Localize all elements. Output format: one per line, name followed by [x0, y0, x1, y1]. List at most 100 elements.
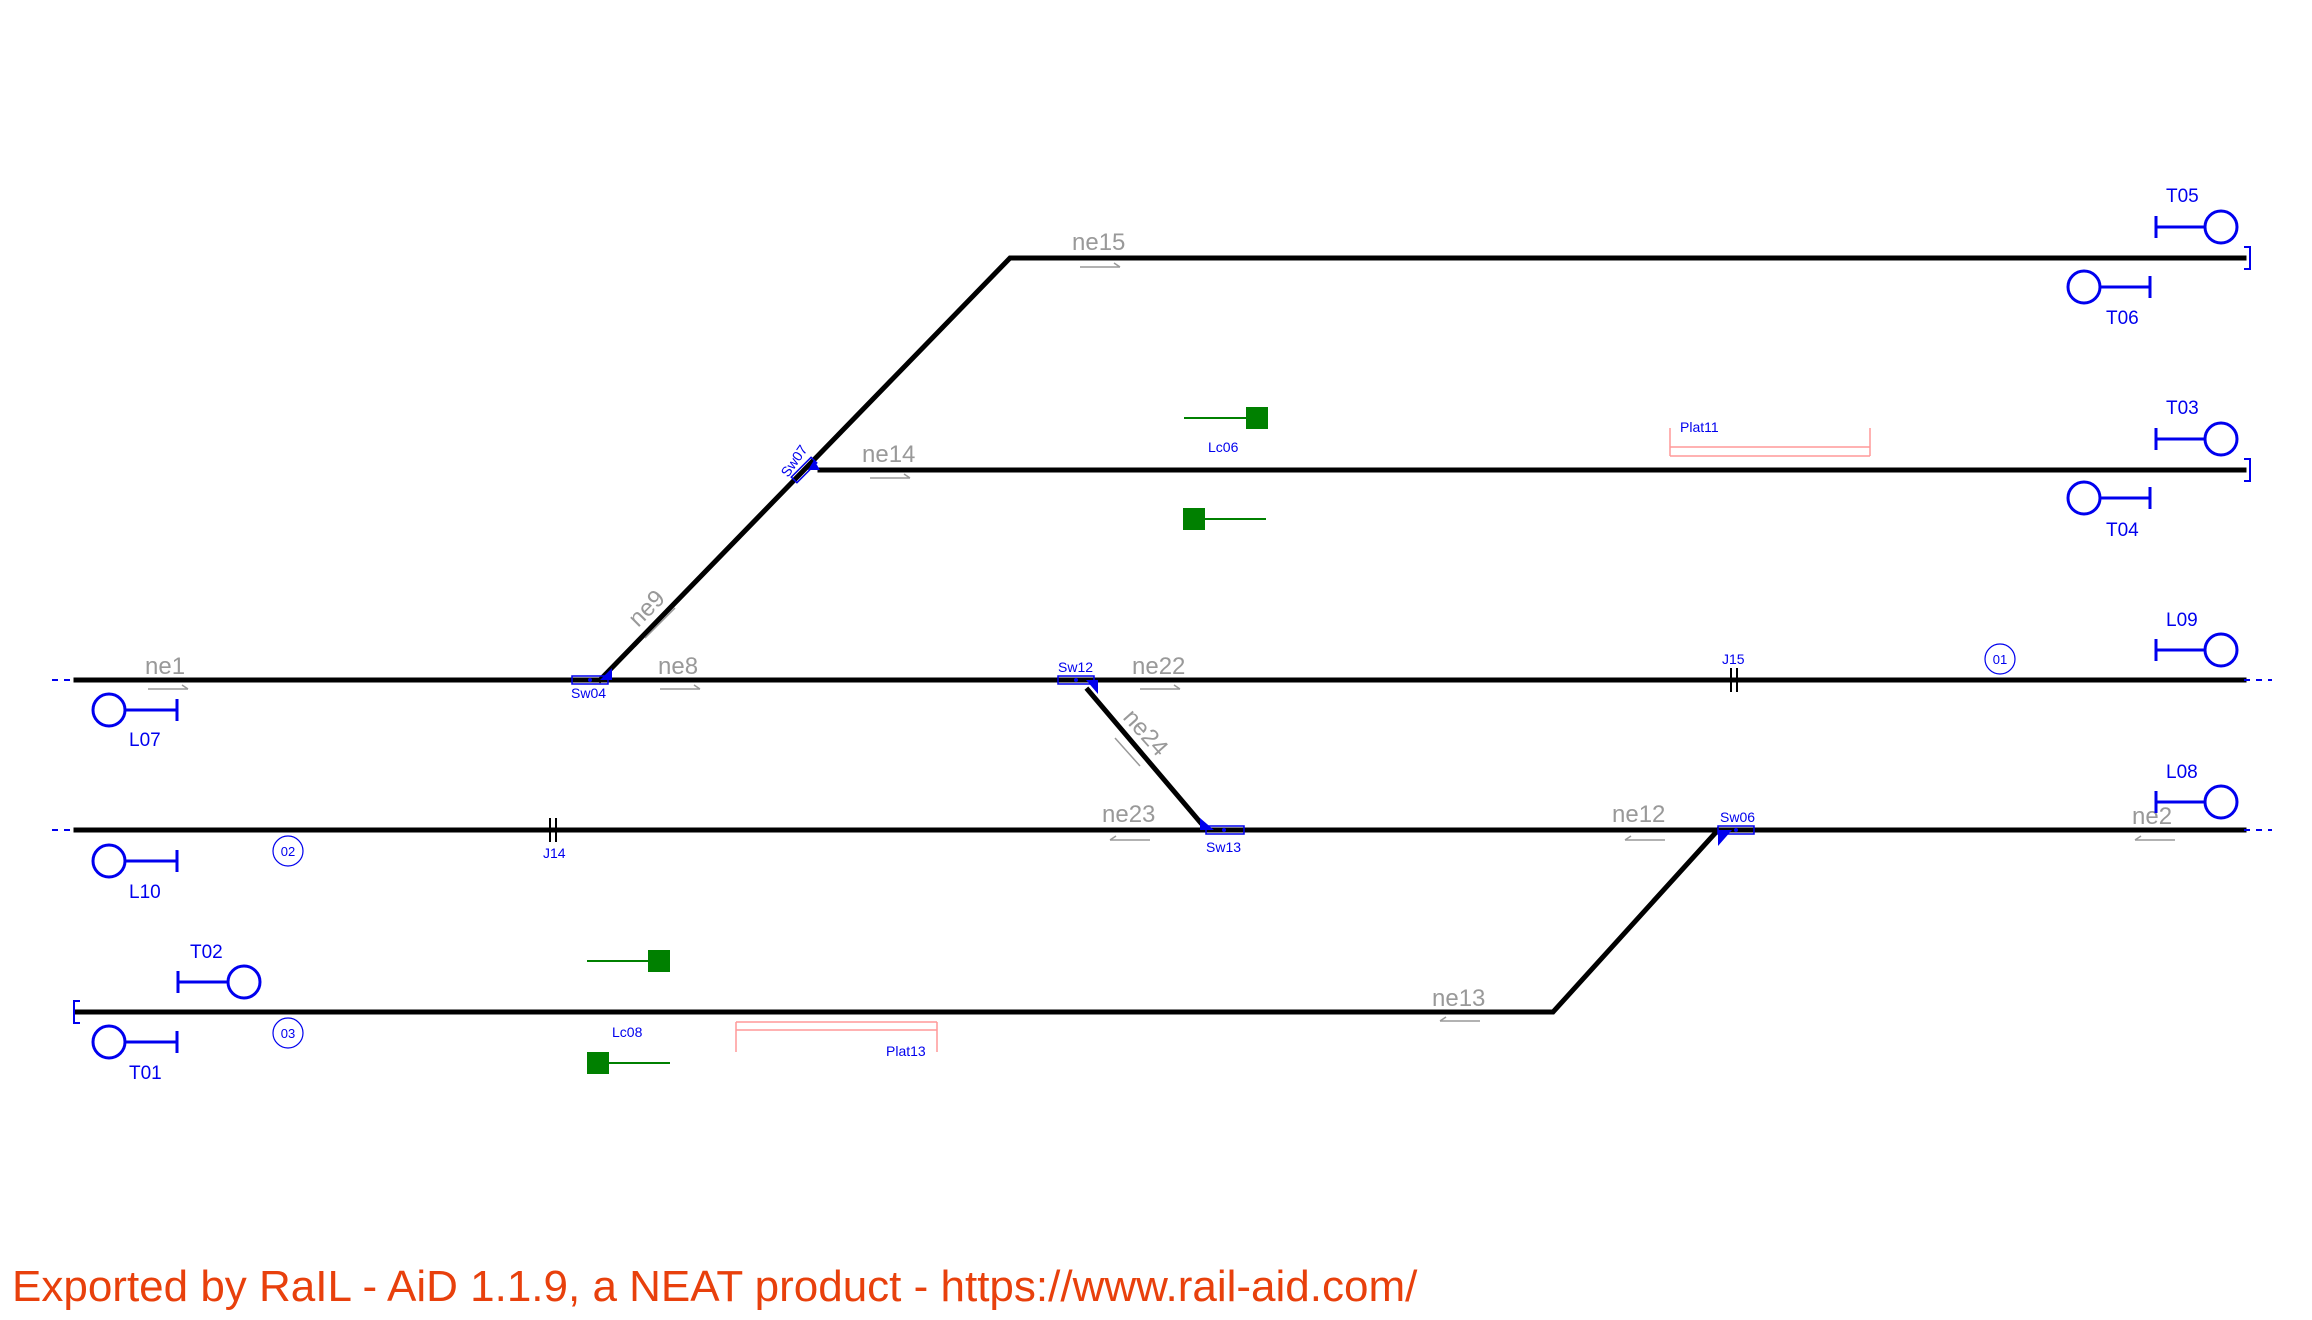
route-label: 03 [281, 1026, 295, 1041]
edge-label: ne14 [862, 441, 915, 468]
switch-sw12[interactable]: Sw12 [1057, 659, 1098, 694]
barrier-box-icon [587, 1052, 609, 1074]
signal-label: L07 [129, 730, 161, 751]
signal-head-icon [2066, 269, 2102, 305]
route-marker-02[interactable]: 02 [272, 835, 304, 867]
route-marker-01[interactable]: 01 [1984, 643, 2016, 675]
signal-head-icon [2203, 784, 2239, 820]
direction-arrow-icon [148, 684, 189, 690]
signal-label: T01 [129, 1063, 162, 1084]
signal-l10[interactable]: L10 [91, 843, 179, 903]
signal-l08[interactable]: L08 [2154, 762, 2239, 820]
signal-l07[interactable]: L07 [91, 692, 179, 751]
joints: J15 J14 [543, 651, 1745, 861]
buffer-stop-ne14 [2244, 458, 2251, 482]
signal-label: L08 [2166, 762, 2198, 783]
switch-label: Sw04 [571, 685, 606, 701]
edge-label: ne8 [658, 653, 698, 680]
direction-arrow-icon [1109, 835, 1150, 841]
joint-j15[interactable]: J15 [1722, 651, 1745, 692]
signal-label: T06 [2106, 308, 2139, 329]
line-continuations [52, 679, 2272, 831]
direction-arrow-icon [1114, 737, 1141, 767]
edge-label: ne12 [1612, 801, 1665, 828]
direction-arrow-icon [2134, 835, 2175, 841]
track-crossover-ne24 [1084, 686, 1204, 826]
platform-outline [1669, 428, 1871, 457]
level-crossing-lc08[interactable]: Lc08 [587, 950, 670, 1074]
route-label: 02 [281, 844, 295, 859]
signals: T05 T06 T03 T04 L09 [91, 186, 2239, 1084]
signal-label: T02 [190, 942, 223, 963]
signal-t04[interactable]: T04 [2066, 480, 2152, 541]
platform-plat13[interactable]: Plat13 [735, 1021, 938, 1059]
barrier-box-icon [648, 950, 670, 972]
direction-arrow-icon [660, 684, 701, 690]
edge-labels: ne1 ne8 ne9 ne15 ne14 ne22 ne24 ne23 ne1… [145, 229, 2172, 1012]
switch-sw13[interactable]: Sw13 [1200, 818, 1245, 855]
signal-head-icon [2203, 209, 2239, 245]
direction-arrow-icon [644, 607, 676, 639]
signal-t03[interactable]: T03 [2154, 398, 2239, 457]
edge-label: ne23 [1102, 801, 1155, 828]
signal-label: T05 [2166, 186, 2199, 207]
level-crossing-lc06[interactable]: Lc06 [1183, 407, 1268, 530]
buffer-stop-ne13 [73, 1000, 80, 1024]
barrier-box-icon [1246, 407, 1268, 429]
route-label: 01 [1993, 652, 2007, 667]
signal-label: T04 [2106, 520, 2139, 541]
level-crossing-label: Lc06 [1208, 439, 1239, 455]
signal-head-icon [226, 964, 262, 1000]
buffer-stop-ne15 [2244, 246, 2251, 270]
signal-label: T03 [2166, 398, 2199, 419]
level-crossing-label: Lc08 [612, 1024, 643, 1040]
edge-label: ne1 [145, 653, 185, 680]
edge-label: ne15 [1072, 229, 1125, 256]
switch-label: Sw12 [1058, 659, 1093, 675]
platform-label: Plat13 [886, 1043, 926, 1059]
signal-head-icon [91, 1024, 127, 1060]
edge-label: ne22 [1132, 653, 1185, 680]
signal-l09[interactable]: L09 [2154, 610, 2239, 668]
joint-label: J14 [543, 845, 566, 861]
platforms: Plat11 Plat13 [735, 419, 1871, 1059]
signal-t02[interactable]: T02 [176, 942, 262, 1000]
route-marker-03[interactable]: 03 [272, 1017, 304, 1049]
switch-label: Sw06 [1720, 809, 1755, 825]
switch-triangle-icon [1718, 830, 1732, 846]
edge-label: ne2 [2132, 803, 2172, 830]
direction-arrow-icon [1624, 835, 1665, 841]
signal-t01[interactable]: T01 [91, 1024, 179, 1084]
buffer-stops [73, 246, 2251, 1024]
switch-sw06[interactable]: Sw06 [1717, 809, 1755, 846]
direction-arrow-icon [870, 473, 911, 479]
switch-point-icon [1734, 828, 1738, 832]
switches: Sw04 Sw07 Sw12 Sw13 Sw06 [571, 442, 1755, 855]
switch-label: Sw13 [1206, 839, 1241, 855]
direction-arrows [148, 262, 2175, 1022]
switch-body [790, 456, 818, 484]
signal-t06[interactable]: T06 [2066, 269, 2152, 329]
signal-label: L09 [2166, 610, 2198, 631]
switch-point-icon [588, 678, 592, 682]
track-branch-ne9-ne15 [596, 255, 2247, 684]
route-circle-icon [272, 835, 304, 867]
signal-head-icon [2203, 421, 2239, 457]
signal-head-icon [91, 843, 127, 879]
direction-arrow-icon [1080, 262, 1121, 268]
direction-arrow-icon [1140, 684, 1181, 690]
signal-label: L10 [129, 882, 161, 903]
platform-plat11[interactable]: Plat11 [1669, 419, 1871, 457]
signal-head-icon [91, 692, 127, 728]
switch-point-icon [1222, 828, 1226, 832]
joint-label: J15 [1722, 651, 1745, 667]
signal-t05[interactable]: T05 [2154, 186, 2239, 245]
export-footer: Exported by RaIL - AiD 1.1.9, a NEAT pro… [12, 1262, 1418, 1311]
route-circle-icon [272, 1017, 304, 1049]
switch-point-icon [1074, 678, 1078, 682]
switch-sw04[interactable]: Sw04 [571, 668, 612, 701]
joint-j14[interactable]: J14 [543, 818, 566, 861]
track-siding-t01 [73, 826, 1722, 1015]
switch-triangle-icon [600, 668, 612, 680]
